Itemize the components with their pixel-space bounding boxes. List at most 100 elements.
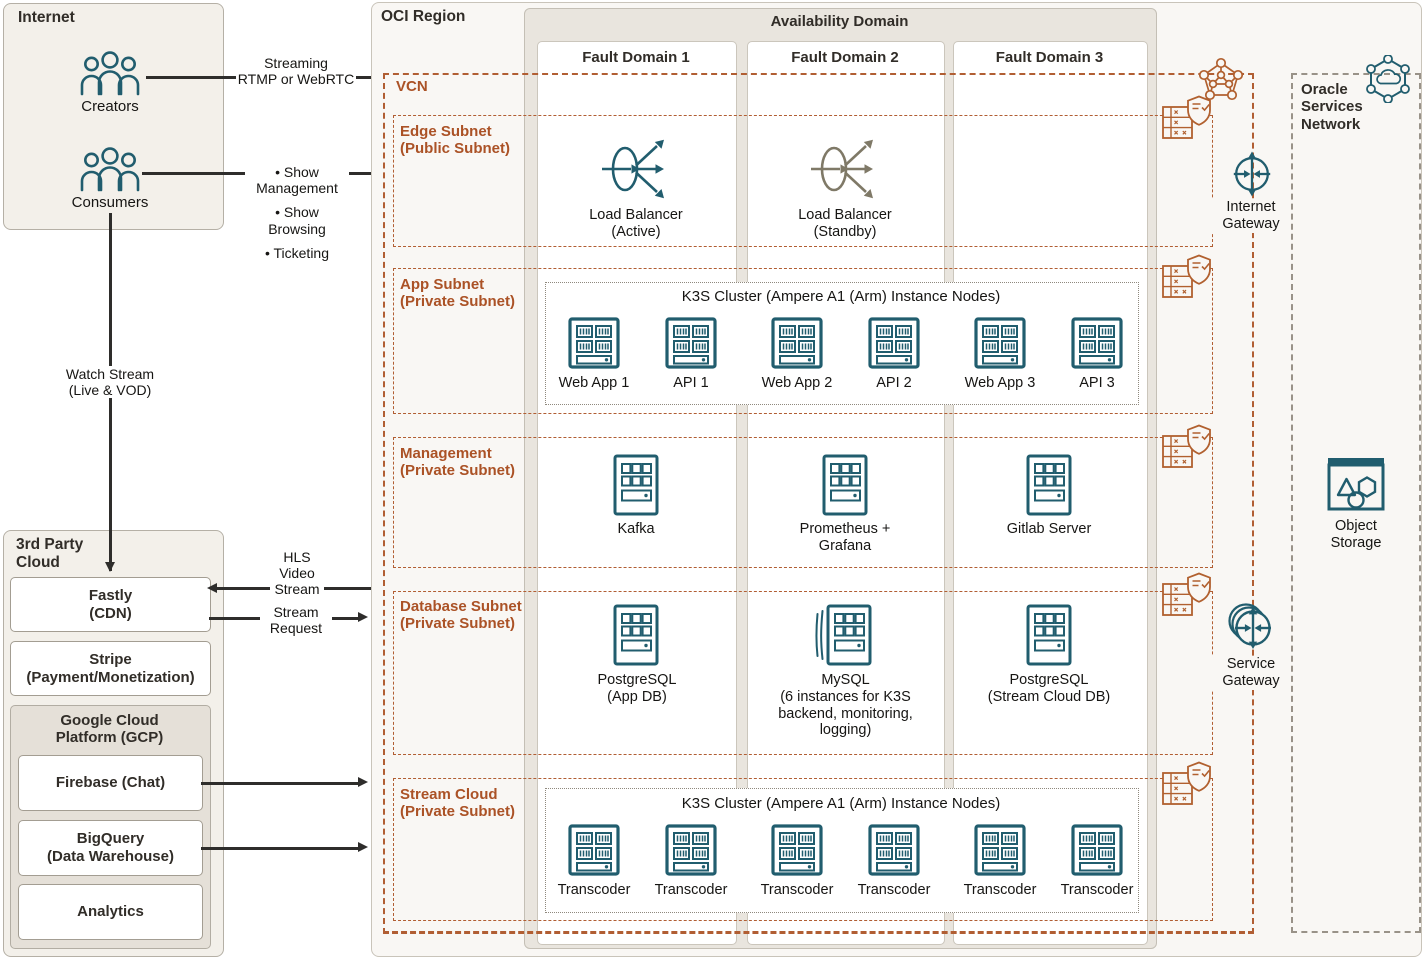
- consumers-label: Consumers: [71, 194, 149, 211]
- edge-subnet-boundary: [393, 115, 1213, 247]
- server-icon: [868, 317, 920, 369]
- node-label: MySQL (6 instances for K3S backend, moni…: [778, 672, 913, 739]
- object-storage-icon: [1325, 454, 1387, 514]
- vm-icon: [822, 454, 868, 516]
- service-gateway-label: Service Gateway: [1196, 656, 1306, 690]
- stream-request-arrowhead: [358, 612, 368, 622]
- fault-domain-3-title: Fault Domain 3: [995, 49, 1104, 66]
- internet-box: [3, 3, 224, 230]
- bigquery-label: BigQuery (Data Warehouse): [47, 830, 174, 865]
- management-subnet-boundary: [393, 437, 1213, 568]
- vm-stack-icon: [814, 604, 872, 666]
- oracle-services-network-title: Oracle Services Network: [1301, 81, 1363, 133]
- node-label: PostgreSQL (App DB): [597, 672, 677, 705]
- consumer-flow-bullets: • Show Management • Show Browsing • Tick…: [245, 164, 349, 262]
- server-icon: [1071, 824, 1123, 876]
- availability-domain-title: Availability Domain: [770, 13, 909, 30]
- app-subnet-label: App Subnet (Private Subnet): [400, 276, 516, 311]
- internet-gateway-icon: [1229, 151, 1275, 197]
- streaming-flow-label: Streaming RTMP or WebRTC: [236, 55, 356, 88]
- vm-icon: [1026, 604, 1072, 666]
- stripe-box: Stripe (Payment/Monetization): [10, 641, 211, 696]
- server-icon: [568, 317, 620, 369]
- watch-stream-label: Watch Stream (Live & VOD): [60, 366, 160, 399]
- fastly-label: Fastly (CDN): [88, 586, 133, 622]
- firebase-box: Firebase (Chat): [18, 755, 203, 811]
- load-balancer-active-icon: [600, 133, 672, 205]
- stream-subnet-boundary: [393, 778, 1213, 921]
- security-list-icon: [1161, 253, 1213, 301]
- server-icon: [771, 317, 823, 369]
- object-storage-label: Object Storage: [1330, 518, 1382, 551]
- node-label: Prometheus + Grafana: [799, 521, 891, 554]
- node-label: Transcoder: [654, 882, 728, 898]
- stream-subnet-label: Stream Cloud (Private Subnet): [400, 786, 516, 821]
- node-label: Kafka: [617, 521, 655, 537]
- server-icon: [665, 824, 717, 876]
- bigquery-line: [201, 847, 360, 850]
- node-label: Transcoder: [760, 882, 834, 898]
- hls-arrowhead: [207, 583, 217, 593]
- oci-region-title: OCI Region: [381, 8, 466, 25]
- server-icon: [1071, 317, 1123, 369]
- fault-domain-2-title: Fault Domain 2: [791, 49, 899, 66]
- analytics-box: Analytics: [18, 884, 203, 940]
- node-label: Transcoder: [963, 882, 1037, 898]
- k3s-app-cluster-box: [545, 282, 1139, 405]
- analytics-label: Analytics: [77, 903, 144, 920]
- node-label: Gitlab Server: [1006, 521, 1092, 537]
- server-icon: [568, 824, 620, 876]
- creators-label: Creators: [81, 98, 139, 115]
- bullet-item: • Show Management: [256, 164, 338, 197]
- server-icon: [868, 824, 920, 876]
- load-balancer-standby-label: Load Balancer (Standby): [798, 207, 892, 240]
- stream-request-label: Stream Request: [260, 604, 332, 637]
- bigquery-box: BigQuery (Data Warehouse): [18, 820, 203, 876]
- hls-label: HLS Video Stream: [270, 549, 324, 598]
- bullet-item: • Ticketing: [264, 244, 330, 261]
- internet-gateway-label: Internet Gateway: [1196, 199, 1306, 233]
- node-label: Web App 3: [964, 375, 1036, 391]
- security-list-icon: [1161, 94, 1213, 142]
- firebase-line: [201, 782, 360, 785]
- vcn-label: VCN: [396, 78, 428, 95]
- server-icon: [771, 824, 823, 876]
- database-subnet-label: Database Subnet (Private Subnet): [400, 598, 522, 633]
- k3s-app-cluster-title: K3S Cluster (Ampere A1 (Arm) Instance No…: [681, 288, 1001, 305]
- edge-subnet-label: Edge Subnet (Public Subnet): [400, 123, 510, 158]
- node-label: Transcoder: [857, 882, 931, 898]
- fastly-box: Fastly (CDN): [10, 577, 211, 632]
- node-label: API 3: [1079, 375, 1115, 391]
- stripe-label: Stripe (Payment/Monetization): [26, 650, 195, 686]
- third-party-cloud-title: 3rd Party Cloud: [16, 536, 84, 571]
- services-network-icon: [1365, 55, 1411, 103]
- security-list-icon: [1161, 760, 1213, 808]
- internet-title: Internet: [18, 9, 75, 26]
- firebase-arrowhead: [358, 777, 368, 787]
- node-label: Web App 2: [761, 375, 833, 391]
- load-balancer-active-label: Load Balancer (Active): [589, 207, 683, 240]
- node-label: Transcoder: [1060, 882, 1134, 898]
- node-label: PostgreSQL (Stream Cloud DB): [987, 672, 1111, 705]
- vm-icon: [1026, 454, 1072, 516]
- fault-domain-1-title: Fault Domain 1: [582, 49, 690, 66]
- security-list-icon: [1161, 571, 1213, 619]
- k3s-stream-cluster-title: K3S Cluster (Ampere A1 (Arm) Instance No…: [681, 795, 1001, 812]
- security-list-icon: [1161, 423, 1213, 471]
- vcn-boundary: [383, 73, 1254, 934]
- app-subnet-boundary: [393, 268, 1213, 414]
- service-gateway-icon: [1225, 600, 1279, 654]
- gcp-title: Google Cloud Platform (GCP): [55, 712, 164, 747]
- server-icon: [665, 317, 717, 369]
- firebase-label: Firebase (Chat): [55, 774, 166, 791]
- vm-icon: [613, 604, 659, 666]
- bullet-item: • Show Browsing: [268, 204, 326, 237]
- load-balancer-standby-icon: [809, 133, 881, 205]
- node-label: API 1: [673, 375, 709, 391]
- node-label: API 2: [876, 375, 912, 391]
- vm-icon: [613, 454, 659, 516]
- management-subnet-label: Management (Private Subnet): [400, 445, 516, 480]
- node-label: Web App 1: [558, 375, 630, 391]
- oracle-services-network-box: [1291, 73, 1421, 933]
